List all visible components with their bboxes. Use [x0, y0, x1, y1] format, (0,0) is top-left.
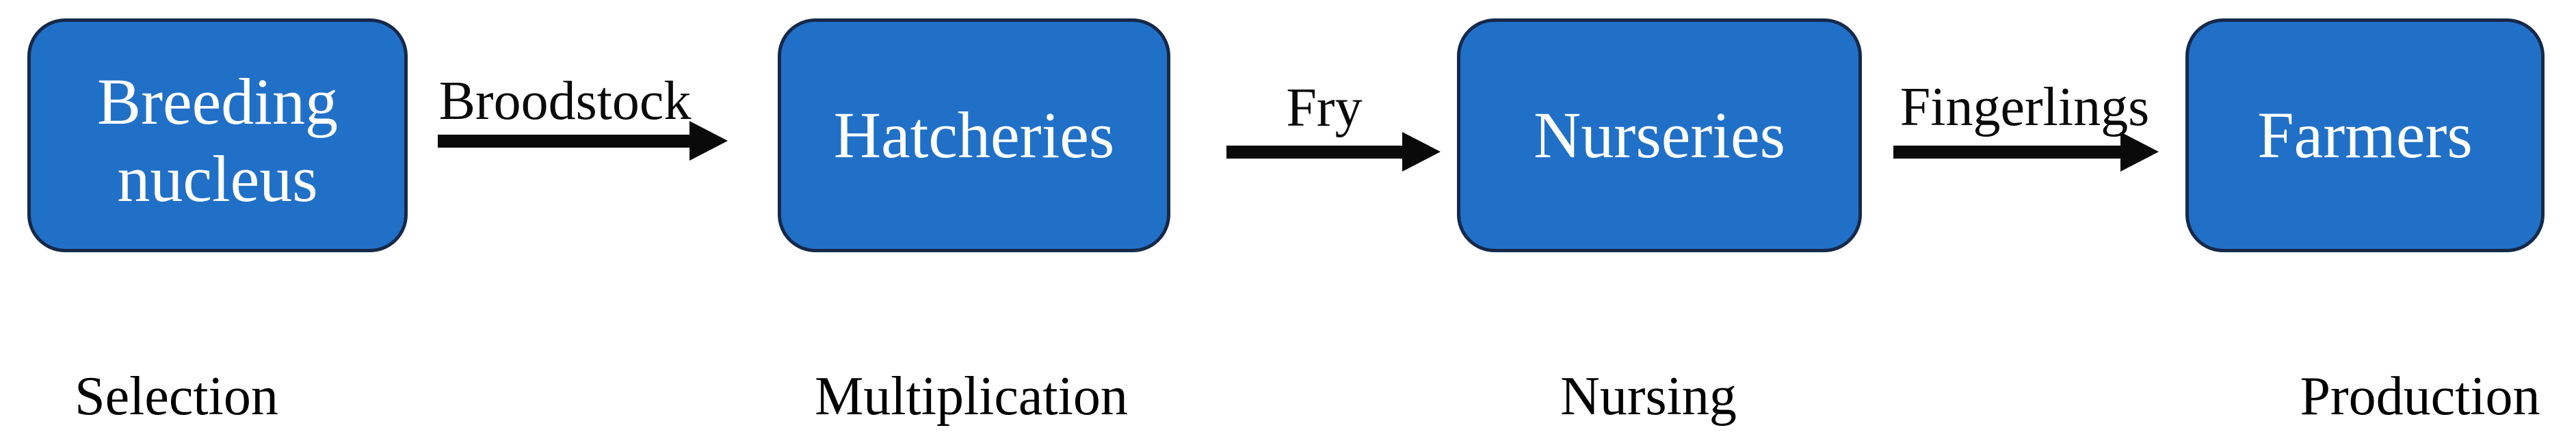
node-label: Breeding nucleus: [97, 64, 338, 215]
arrow-right-icon: [689, 121, 728, 161]
flow-node-hatcheries: Hatcheries: [778, 18, 1170, 252]
stage-label-nursing: Nursing: [1560, 366, 1737, 427]
arrow-shaft: [1893, 146, 2120, 159]
stage-label-multiplication: Multiplication: [815, 366, 1128, 427]
node-label: Hatcheries: [833, 98, 1115, 172]
connector-label-broodstock: Broodstock: [438, 71, 692, 131]
arrow-right-icon: [2120, 132, 2159, 172]
connector-label-fry: Fry: [1286, 78, 1363, 138]
node-label: Farmers: [2257, 98, 2473, 172]
arrow-right-icon: [1402, 132, 1441, 172]
flow-node-breeding-nucleus: Breeding nucleus: [27, 18, 408, 252]
stage-label-selection: Selection: [75, 366, 278, 427]
arrow-shaft: [438, 135, 689, 148]
flow-node-nurseries: Nurseries: [1457, 18, 1862, 252]
stage-label-production: Production: [2300, 366, 2540, 427]
node-label: Nurseries: [1534, 98, 1785, 172]
connector-label-fingerlings: Fingerlings: [1900, 77, 2150, 137]
arrow-shaft: [1226, 146, 1402, 159]
flow-node-farmers: Farmers: [2185, 18, 2545, 252]
